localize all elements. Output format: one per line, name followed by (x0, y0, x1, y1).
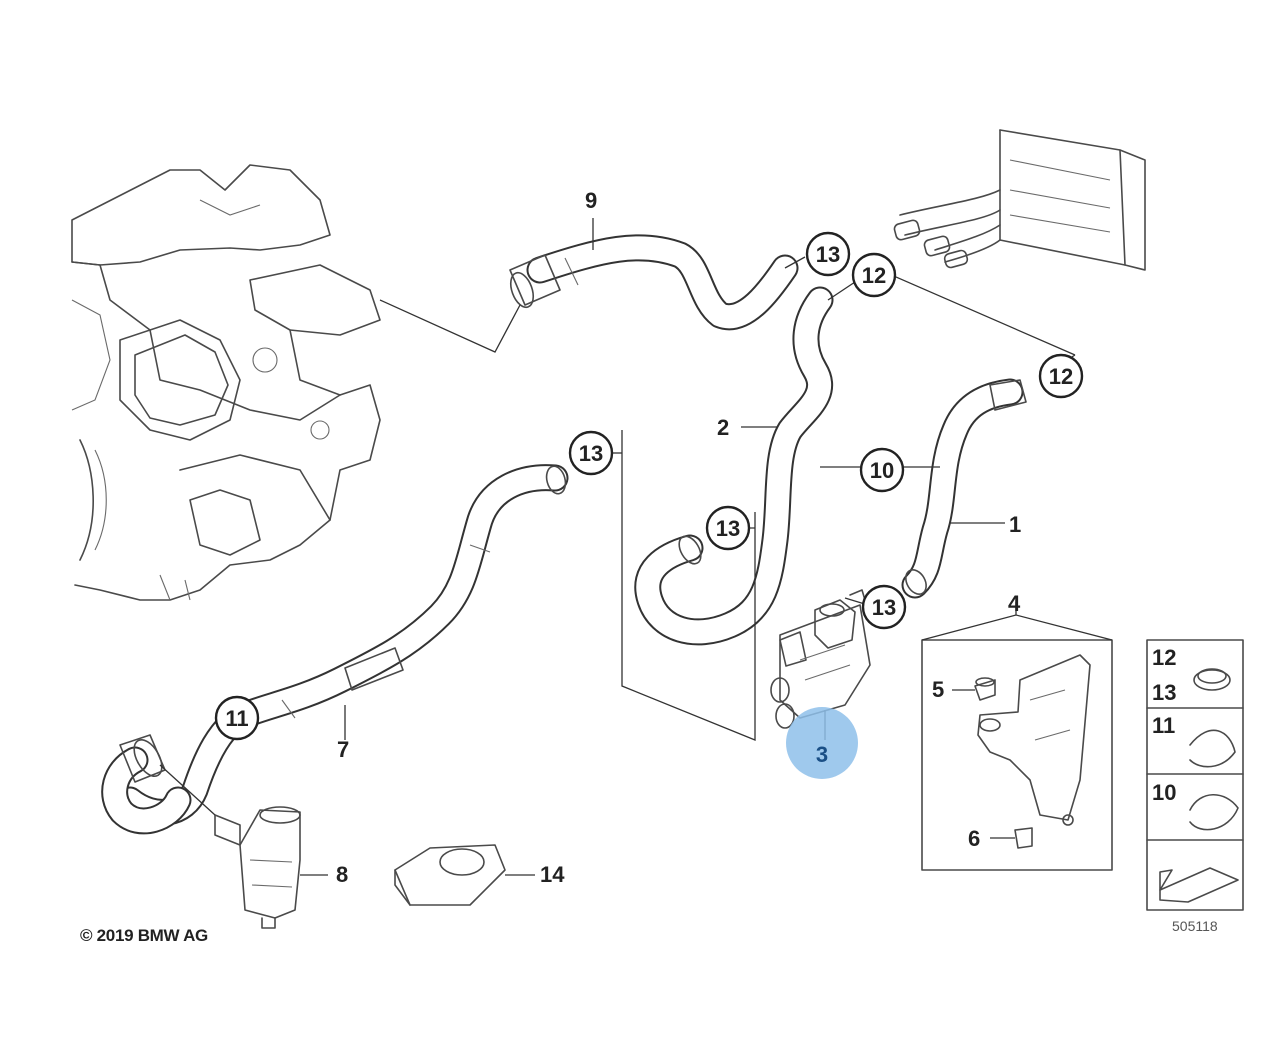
hose-9[interactable] (506, 234, 799, 331)
callout-13-hose-2-lower[interactable]: 13 (705, 505, 751, 551)
callout-label: 12 (862, 263, 886, 288)
part-label-2[interactable]: 2 (717, 415, 729, 440)
hose-2[interactable] (634, 286, 834, 646)
diagram-id: 505118 (1172, 918, 1218, 934)
callout-label: 13 (579, 441, 603, 466)
callout-label: 11 (225, 706, 248, 731)
water-valve-part-3[interactable] (770, 589, 871, 729)
part-label-14[interactable]: 14 (540, 862, 565, 887)
water-pump-part-8[interactable] (214, 806, 301, 929)
part-label-6[interactable]: 6 (968, 826, 980, 851)
part-label-1[interactable]: 1 (1009, 512, 1021, 537)
copyright-notice: © 2019 BMW AG (80, 926, 208, 945)
callout-13-hose-9[interactable]: 13 (805, 231, 851, 277)
callout-label: 10 (870, 458, 894, 483)
legend-label-10: 10 (1152, 780, 1176, 805)
callout-13-valve[interactable]: 13 (861, 584, 907, 630)
callout-label: 13 (872, 595, 896, 620)
hose-10[interactable] (901, 378, 1027, 599)
part-callout-3-highlighted[interactable]: 3 (786, 707, 858, 779)
hose-7[interactable] (116, 464, 569, 826)
leader-lines (159, 218, 1076, 876)
legend-label-12: 12 (1152, 645, 1176, 670)
bracket-detail-box (921, 614, 1113, 871)
callout-label: 12 (1049, 364, 1073, 389)
highlight-marker (786, 707, 858, 779)
callout-10[interactable]: 10 (859, 447, 905, 493)
callout-12-hose-2[interactable]: 12 (851, 252, 897, 298)
clip-legend (1146, 639, 1244, 911)
mount-part-14[interactable] (394, 844, 506, 906)
part-label-8[interactable]: 8 (336, 862, 348, 887)
callout-label: 13 (716, 516, 740, 541)
legend-label-11: 11 (1152, 713, 1175, 738)
callout-12-hose-10[interactable]: 12 (1038, 353, 1084, 399)
part-label-7[interactable]: 7 (337, 737, 349, 762)
part-label-3[interactable]: 3 (816, 742, 828, 767)
part-label-4[interactable]: 4 (1008, 591, 1021, 616)
engine-block-illustration (71, 164, 381, 601)
hose-11[interactable] (101, 734, 192, 835)
part-label-9[interactable]: 9 (585, 188, 597, 213)
callout-11[interactable]: 11 (214, 695, 260, 741)
callout-label: 13 (816, 242, 840, 267)
heater-core-illustration (893, 129, 1146, 271)
callout-13-hose-7[interactable]: 13 (568, 430, 614, 476)
part-label-5[interactable]: 5 (932, 677, 944, 702)
legend-label-13: 13 (1152, 680, 1176, 705)
